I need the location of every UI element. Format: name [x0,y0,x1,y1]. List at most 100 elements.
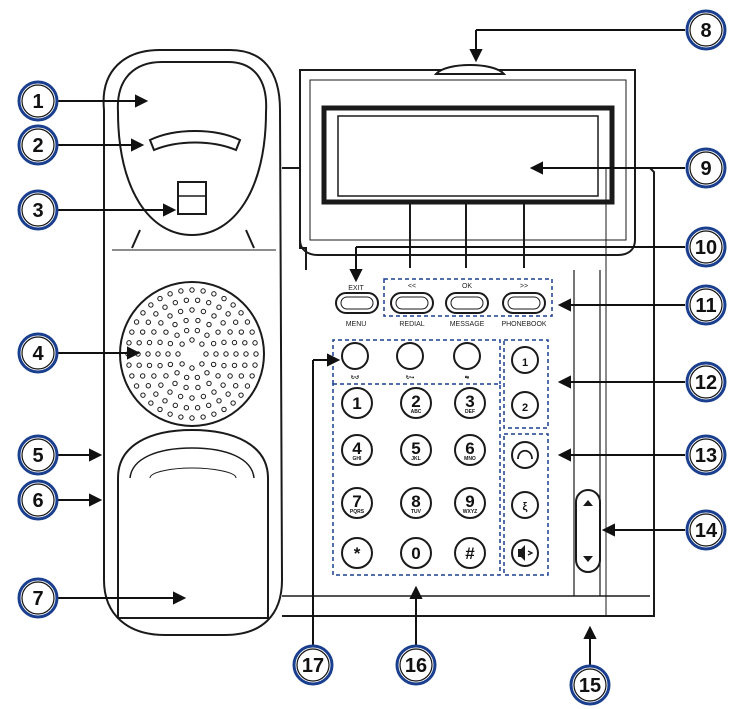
grille-hole [183,405,190,411]
keypad-key-1[interactable]: 1 [341,387,373,419]
grille-hole [157,406,163,413]
grille-hole [221,362,227,369]
keypad-key-hash[interactable]: # [454,537,486,569]
volume-down-icon [583,556,593,562]
grille-hole [133,383,140,389]
callout-8: 8 [685,9,727,51]
callout-3: 3 [17,189,59,231]
grille-hole [163,373,169,379]
grille-hole [172,321,178,328]
grille-hole [220,320,226,326]
handset [102,49,284,636]
grille-hole [205,299,212,306]
prev-label: << [408,283,416,290]
soft-keys: EXIT MENU << REDIAL OK MESSAGE >> PHONEB… [335,283,547,328]
phonebook-label: PHONEBOOK [501,321,546,328]
grille-hole [194,297,201,303]
conference-key[interactable]: ⇆ [453,342,481,381]
feature-keys: ξ [511,441,539,567]
grille-hole [148,302,154,308]
message-label: MESSAGE [450,321,485,328]
speaker-key[interactable] [511,539,539,567]
hold-icon: ↻↺ [351,375,359,381]
grille-hole [167,389,173,395]
grille-hole [199,361,205,367]
grille-hole [162,304,168,310]
grille-hole [232,319,239,325]
volume-up-icon [583,500,593,506]
keypad-key-star[interactable]: * [341,537,373,569]
callout-10: 10 [685,226,727,268]
callout-number: 6 [32,490,43,512]
grille-hole [249,329,255,335]
key-digit: 5 [411,439,420,458]
function-keys: ↻↺ ↻↪ ⇆ [341,342,481,381]
volume-key[interactable] [575,489,601,573]
keypad-key-0[interactable]: 0 [400,537,432,569]
grille-hole [220,382,226,388]
grille-hole [172,380,178,387]
callout-7: 7 [17,577,59,619]
grille-hole [140,392,146,398]
grille-hole [189,415,195,421]
grille-hole [238,373,245,379]
callout-number: 3 [32,200,43,222]
line-key-2[interactable] [511,391,539,419]
callout-number: 7 [32,588,43,610]
redial-button[interactable] [390,292,434,314]
grille-hole [231,362,238,369]
grille-hole [206,380,212,387]
grille-hole [183,297,190,303]
callout-number: 9 [700,158,711,180]
menu-button[interactable] [335,292,379,314]
softkey-group-box [383,278,553,317]
grille-hole [227,329,233,335]
key-digit: 1 [352,394,361,413]
key-digit: 9 [465,492,474,511]
transfer-key[interactable]: ↻↪ [396,342,424,381]
grille-hole [151,329,157,335]
grille-hole [162,398,168,404]
callout-15: 15 [569,664,611,706]
mute-key[interactable]: ξ [511,491,539,519]
key-letters: JKL [411,456,420,462]
grille-hole [129,329,135,335]
exit-label: EXIT [348,285,364,292]
line-key-1-label: 1 [522,357,528,369]
grille-hole [183,317,189,324]
message-button[interactable] [445,292,489,314]
grille-hole [177,308,184,315]
callout-number: 13 [695,445,717,467]
line-key-1[interactable] [511,346,539,374]
grille-hole [167,291,173,297]
key-letters: WXYZ [463,509,477,515]
grille-hole [195,384,201,391]
phonebook-button[interactable] [502,292,546,314]
callout-number: 8 [700,20,711,42]
hold-key[interactable]: ↻↺ [341,342,369,381]
headset-key[interactable] [511,441,539,469]
grille-hole [189,287,195,293]
grille-hole [163,329,169,335]
grille-hole [172,402,179,409]
grille-hole [178,288,184,294]
grille-hole [155,351,161,357]
grille-hole [216,398,222,404]
grille-hole [179,361,185,367]
next-label: >> [520,283,528,290]
key-letters: DEF [465,409,475,415]
grille-hole [174,332,180,338]
lcd-screen [321,105,615,268]
callout-number: 4 [32,343,44,365]
keypad-group-box [332,383,501,576]
hook-switch[interactable] [177,181,207,215]
callout-number: 16 [405,655,427,677]
